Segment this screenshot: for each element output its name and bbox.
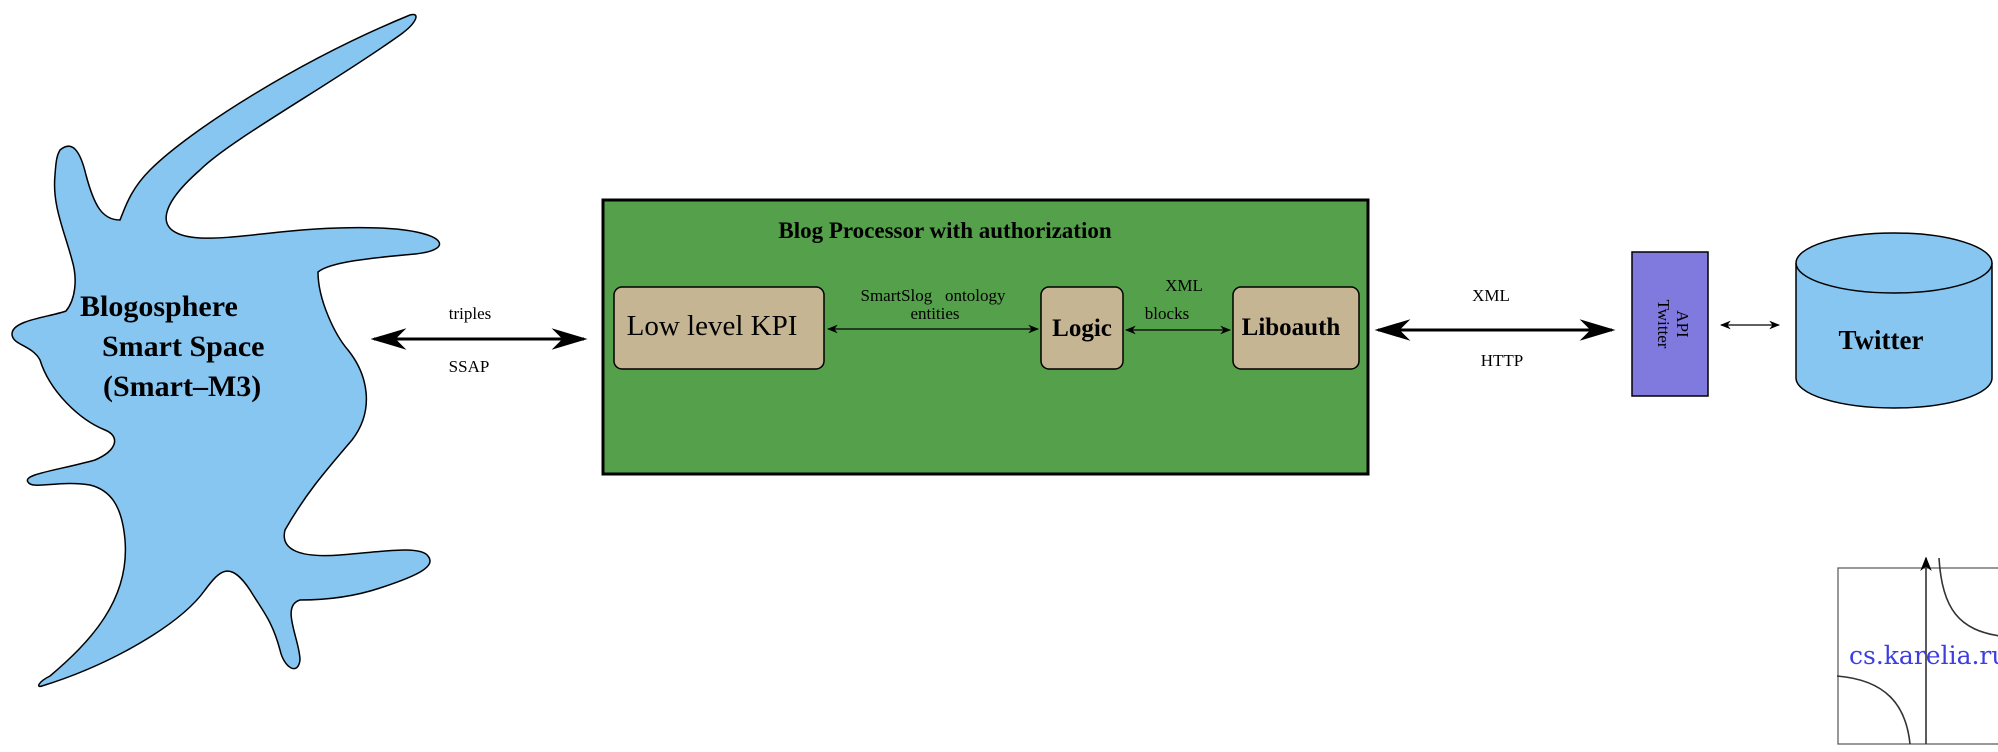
- karelia-logo: cs.karelia.ru: [1836, 556, 1998, 745]
- liboauth-label: Liboauth: [1242, 314, 1341, 341]
- processor-title: Blog Processor with authorization: [778, 218, 1111, 243]
- logic-label: Logic: [1052, 315, 1112, 342]
- logo-curve-bottom: [1836, 675, 1911, 745]
- db-label: Twitter: [1839, 325, 1924, 355]
- smart-space-line2: Smart Space: [102, 330, 264, 363]
- smart-space-line1: Blogosphere: [80, 290, 238, 323]
- twitter-database: Twitter: [1795, 232, 1993, 409]
- kpi-logic-label1: SmartSlog ontology: [861, 286, 1006, 305]
- logic-box: [1040, 286, 1124, 370]
- kpi-logic-label2: entities: [910, 304, 959, 323]
- logo-frame: [1837, 567, 1998, 745]
- logo-curve-top: [1938, 557, 1998, 637]
- liboauth-box: [1232, 286, 1360, 370]
- link-http: XML HTTP: [1374, 286, 1616, 370]
- blog-processor: Blog Processor with authorization Low le…: [601, 198, 1370, 476]
- api-twitter: API Twitter: [1631, 251, 1709, 397]
- smart-space-blob: Blogosphere Smart Space (Smart–M3): [11, 13, 441, 688]
- api-label-line1: API: [1673, 310, 1692, 338]
- kpi-box: [613, 286, 825, 370]
- logo-text: cs.karelia.ru: [1849, 641, 1998, 670]
- logic-lib-label-bottom: blocks: [1145, 304, 1189, 323]
- smart-space-shape: [11, 13, 441, 688]
- db-top: [1795, 232, 1993, 294]
- db-body: [1795, 263, 1993, 409]
- ssap-label-top: triples: [449, 304, 492, 323]
- logic-lib-label-top: XML: [1165, 276, 1203, 295]
- api-label-line2: Twitter: [1654, 300, 1673, 349]
- kpi-label: Low level KPI: [627, 310, 798, 342]
- api-box: [1631, 251, 1709, 397]
- ssap-label-bottom: SSAP: [449, 357, 490, 376]
- link-ssap: triples SSAP: [370, 304, 588, 376]
- http-label-top: XML: [1472, 286, 1510, 305]
- http-label-bottom: HTTP: [1481, 351, 1524, 370]
- smart-space-line3: (Smart–M3): [103, 370, 261, 403]
